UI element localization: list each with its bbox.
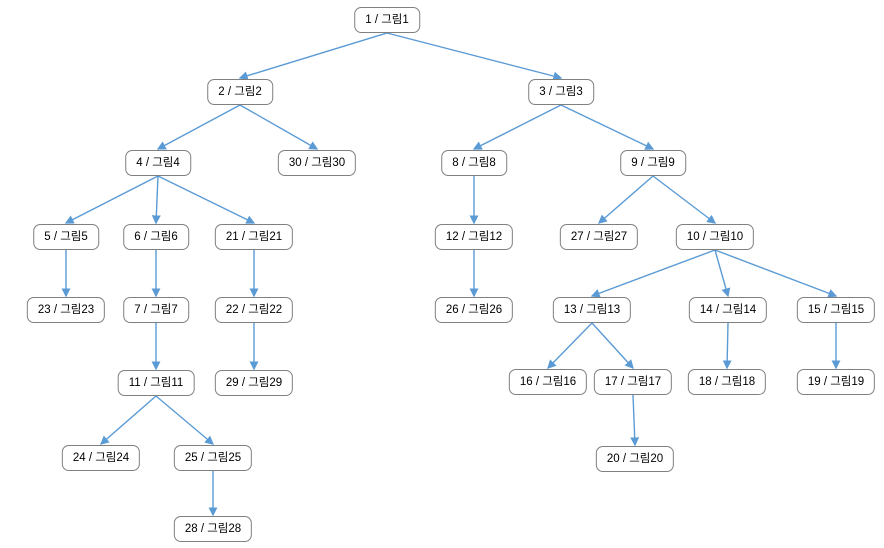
edge-4-6 bbox=[151, 175, 161, 225]
edge-2-30 bbox=[239, 104, 319, 150]
tree-node-1: 1 / 그림1 bbox=[354, 7, 420, 33]
tree-node-17: 17 / 그림17 bbox=[593, 369, 673, 395]
tree-node-3: 3 / 그림3 bbox=[528, 79, 594, 105]
tree-node-14: 14 / 그림14 bbox=[688, 297, 768, 323]
tree-node-26: 26 / 그림26 bbox=[434, 297, 514, 323]
edge-10-15 bbox=[714, 249, 838, 298]
tree-node-8: 8 / 그림8 bbox=[441, 150, 507, 176]
tree-node-6: 6 / 그림6 bbox=[123, 224, 189, 250]
tree-node-21: 21 / 그림21 bbox=[214, 224, 294, 250]
tree-node-20: 20 / 그림20 bbox=[595, 446, 675, 472]
tree-node-13: 13 / 그림13 bbox=[552, 297, 632, 323]
tree-node-10: 10 / 그림10 bbox=[675, 224, 755, 250]
edge-3-9 bbox=[560, 104, 655, 150]
edge-17-20 bbox=[630, 394, 640, 447]
tree-node-18: 18 / 그림18 bbox=[687, 369, 767, 395]
edge-1-3 bbox=[386, 32, 563, 81]
edge-4-5 bbox=[64, 175, 159, 224]
tree-node-30: 30 / 그림30 bbox=[277, 150, 357, 176]
edge-9-10 bbox=[652, 175, 717, 224]
tree-node-2: 2 / 그림2 bbox=[207, 79, 273, 105]
tree-node-9: 9 / 그림9 bbox=[620, 150, 686, 176]
tree-node-27: 27 / 그림27 bbox=[559, 224, 639, 250]
edge-10-14 bbox=[714, 249, 731, 298]
tree-node-23: 23 / 그림23 bbox=[26, 297, 106, 323]
tree-node-19: 19 / 그림19 bbox=[796, 369, 876, 395]
edge-2-4 bbox=[156, 104, 241, 150]
edge-9-27 bbox=[597, 175, 654, 224]
tree-node-11: 11 / 그림11 bbox=[117, 370, 195, 396]
edge-11-24 bbox=[99, 395, 157, 445]
tree-node-12: 12 / 그림12 bbox=[434, 224, 514, 250]
tree-node-15: 15 / 그림15 bbox=[796, 297, 876, 323]
tree-node-16: 16 / 그림16 bbox=[508, 369, 588, 395]
edge-3-8 bbox=[472, 104, 562, 150]
tree-node-28: 28 / 그림28 bbox=[173, 516, 253, 542]
tree-node-22: 22 / 그림22 bbox=[214, 297, 294, 323]
tree-node-7: 7 / 그림7 bbox=[123, 297, 189, 323]
edge-1-2 bbox=[238, 32, 388, 81]
edge-14-18 bbox=[722, 322, 732, 370]
edge-4-21 bbox=[157, 175, 256, 224]
edge-13-16 bbox=[547, 322, 593, 369]
tree-node-25: 25 / 그림25 bbox=[173, 445, 253, 471]
tree-node-29: 29 / 그림29 bbox=[214, 370, 294, 396]
edge-11-25 bbox=[155, 395, 215, 445]
tree-node-5: 5 / 그림5 bbox=[33, 224, 99, 250]
tree-node-24: 24 / 그림24 bbox=[61, 445, 141, 471]
edge-10-13 bbox=[590, 249, 716, 298]
tree-node-4: 4 / 그림4 bbox=[125, 150, 191, 176]
edge-13-17 bbox=[591, 322, 634, 369]
